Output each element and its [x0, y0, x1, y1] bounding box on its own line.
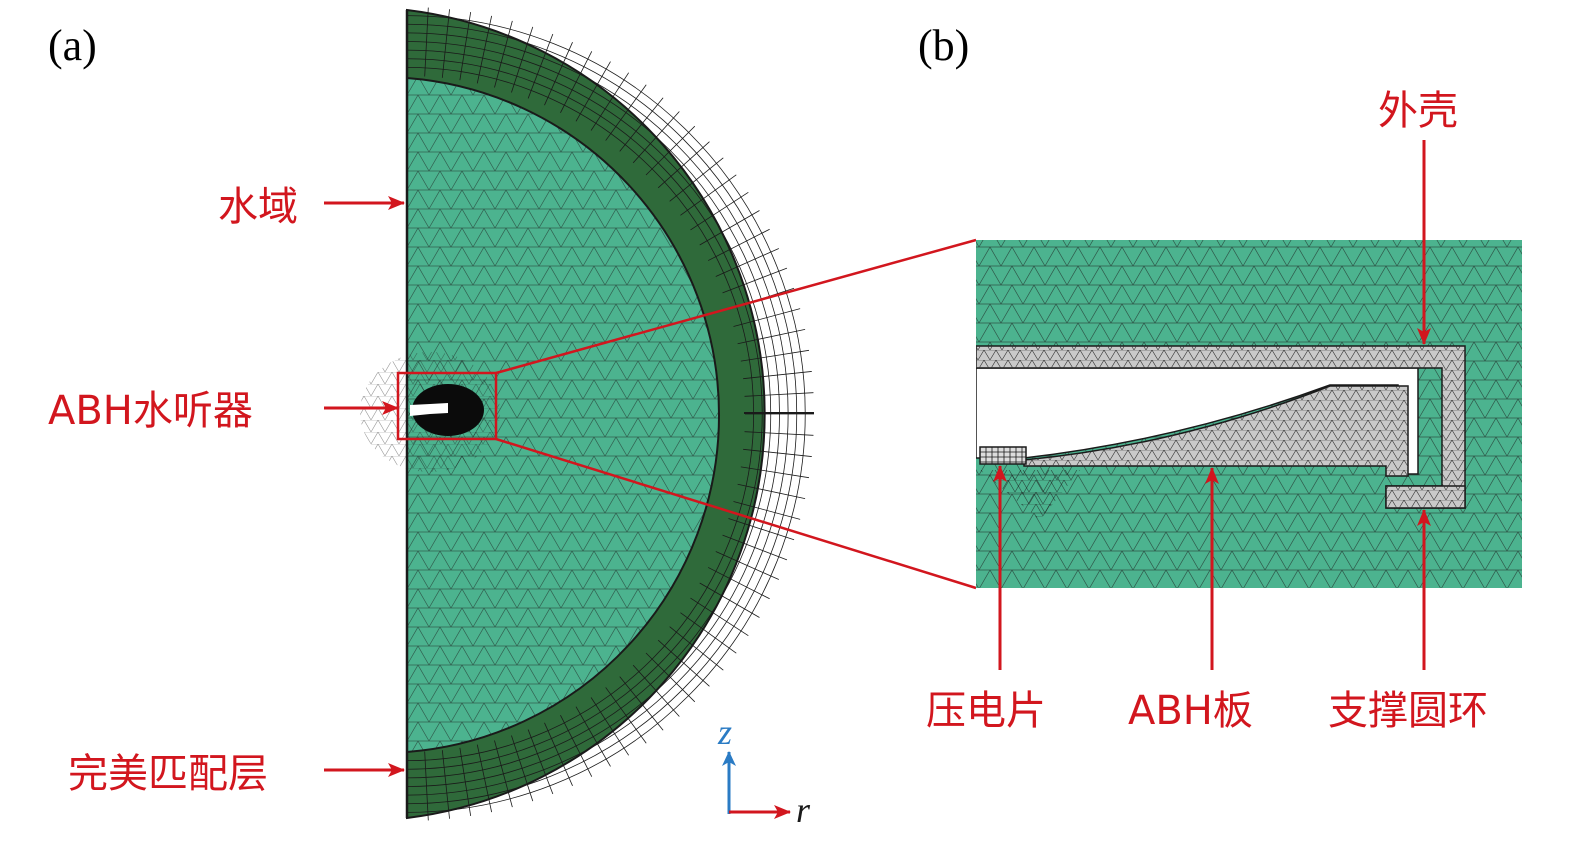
- label-abh-plate: ABH板: [1128, 688, 1253, 734]
- panel-b-label: (b): [918, 21, 969, 70]
- z-axis-label: z: [717, 712, 732, 752]
- panel-a-label: (a): [48, 21, 97, 70]
- label-support-ring: 支撑圆环: [1328, 688, 1488, 734]
- hydrophone-cavity: [410, 403, 448, 416]
- support-ring-mesh: [1386, 486, 1465, 508]
- piezo-disc: [979, 446, 1027, 465]
- coordinate-axes: z r: [717, 712, 811, 830]
- piezo-disc-grid: [980, 447, 1026, 464]
- label-abh-hydrophone: ABH水听器: [48, 388, 253, 434]
- detail-lower-dense-mesh: [980, 470, 1080, 520]
- label-pml: 完美匹配层: [68, 751, 268, 797]
- r-axis-label: r: [796, 790, 811, 830]
- label-piezo: 压电片: [926, 688, 1046, 734]
- label-water-domain: 水域: [218, 184, 298, 230]
- mesh-domain-a: [360, 7, 814, 821]
- zoom-detail-panel: [976, 240, 1522, 588]
- zoom-connector-bottom: [495, 437, 977, 590]
- water-mesh: [407, 78, 720, 752]
- zoom-connector-top: [495, 238, 977, 375]
- abh-plate-mesh: [1024, 386, 1408, 476]
- label-shell: 外壳: [1378, 88, 1458, 134]
